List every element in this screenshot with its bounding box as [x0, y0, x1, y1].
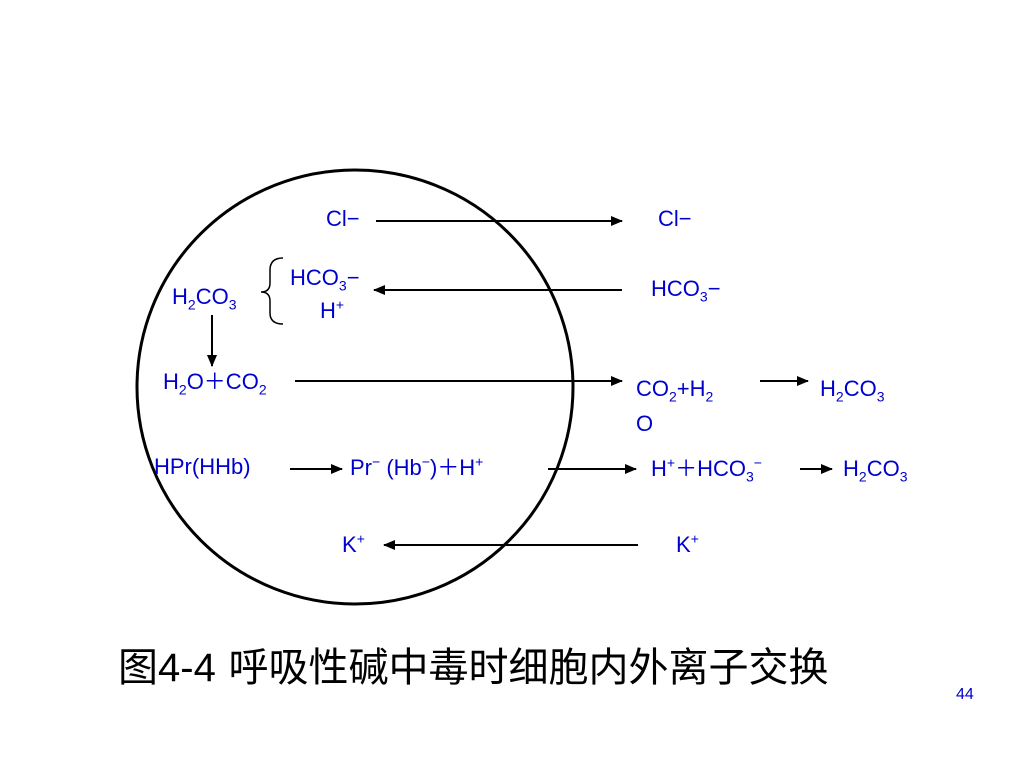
hco3-inside-label: HCO3− [290, 265, 360, 294]
h2co3-inside-label: H2CO3 [172, 284, 237, 313]
cl-outside-label: Cl− [658, 206, 692, 231]
h-plus-inside-label: H+ [320, 296, 345, 323]
h2co3-outside-top-label: H2CO3 [820, 376, 885, 405]
h2co3-outside-bottom-label: H2CO3 [843, 456, 908, 485]
hco3-outside-label: HCO3− [651, 276, 721, 305]
pr-hb-h-label: Pr− (Hb−)＋H+ [350, 453, 484, 480]
k-outside-label: K+ [676, 530, 699, 557]
k-inside-label: K+ [342, 530, 365, 557]
page-number: 44 [956, 686, 974, 703]
brace-icon [260, 257, 284, 325]
hpr-hhb-label: HPr(HHb) [154, 454, 251, 479]
co2-h2o-outside-label: CO2+H2 [636, 376, 714, 405]
figure-caption: 图4-4 呼吸性碱中毒时细胞内外离子交换 [118, 645, 829, 691]
co2-h2o-outside-label-o: O [636, 411, 654, 436]
cl-inside-label: Cl− [326, 206, 360, 231]
cell-membrane-circle [135, 168, 575, 606]
h-hco3-outside-label: H+＋HCO3− [651, 454, 762, 485]
h2o-co2-inside-label: H2O＋CO2 [163, 369, 267, 398]
